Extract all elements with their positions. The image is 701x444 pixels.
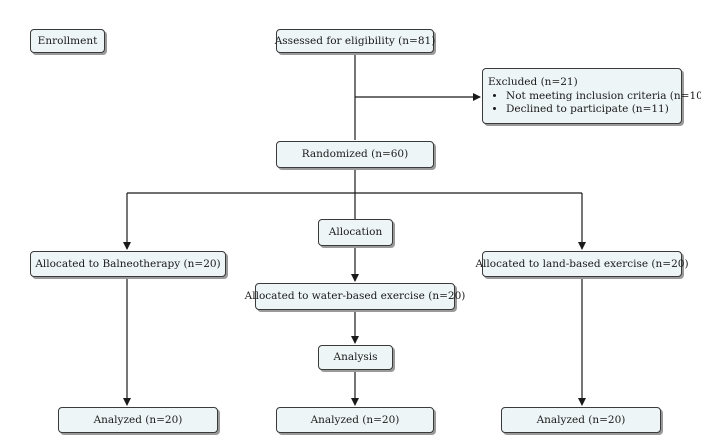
excluded-reasons-list: Not meeting inclusion criteria (n=10) De… bbox=[488, 90, 701, 116]
randomized-box: Randomized (n=60) bbox=[276, 141, 434, 168]
group-2-allocated-box: Allocated to water-based exercise (n=20) bbox=[245, 283, 465, 310]
group-3-allocated-box: Allocated to land-based exercise (n=20) bbox=[475, 251, 689, 277]
assessed-box: Assessed for eligibility (n=81) bbox=[275, 29, 435, 53]
analysis-stage-label: Analysis bbox=[318, 345, 393, 370]
excluded-title: Excluded (n=21) bbox=[488, 76, 578, 89]
group-1-allocated-box: Allocated to Balneotherapy (n=20) bbox=[30, 251, 226, 277]
excluded-box: Excluded (n=21) Not meeting inclusion cr… bbox=[482, 68, 701, 124]
group-3-analyzed-box: Analyzed (n=20) bbox=[501, 407, 661, 433]
group-2-analyzed-box: Analyzed (n=20) bbox=[276, 407, 434, 433]
excluded-reason-2: Declined to participate (n=11) bbox=[506, 103, 701, 116]
allocation-stage-label: Allocation bbox=[318, 219, 393, 246]
excluded-reason-1: Not meeting inclusion criteria (n=10) bbox=[506, 90, 701, 103]
enrollment-stage-label: Enrollment bbox=[30, 29, 105, 53]
group-1-analyzed-box: Analyzed (n=20) bbox=[58, 407, 218, 433]
